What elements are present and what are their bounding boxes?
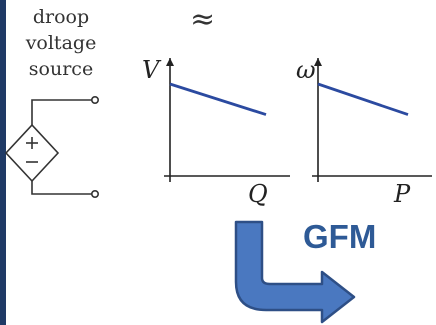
v-q-droop-chart: VQ xyxy=(142,56,290,208)
lower-terminal xyxy=(91,190,100,199)
y-axis-label: V xyxy=(142,56,162,84)
left-frame-bar xyxy=(0,0,6,325)
x-axis-label: P xyxy=(393,180,411,208)
circuit xyxy=(4,96,100,199)
omega-p-droop-chart: ωP xyxy=(296,56,432,208)
upper-wire xyxy=(31,99,92,125)
droop-line xyxy=(317,82,409,116)
gfm-label: GFM xyxy=(303,218,377,255)
lower-wire xyxy=(31,181,92,195)
x-axis-label: Q xyxy=(248,180,268,208)
gfm-arrow xyxy=(234,220,356,324)
source-label: droop voltage source xyxy=(18,4,104,82)
upper-terminal xyxy=(91,96,100,105)
source-label-line1: droop xyxy=(32,6,90,28)
droop-line xyxy=(169,82,267,116)
source-label-line3: source xyxy=(28,58,94,80)
approx-symbol: ≈ xyxy=(190,2,216,37)
source-label-line2: voltage xyxy=(25,32,97,54)
y-axis-label: ω xyxy=(296,56,316,84)
dependent-source-diamond xyxy=(4,123,60,183)
y-axis-arrowhead xyxy=(314,58,322,66)
y-axis-arrowhead xyxy=(166,58,174,66)
